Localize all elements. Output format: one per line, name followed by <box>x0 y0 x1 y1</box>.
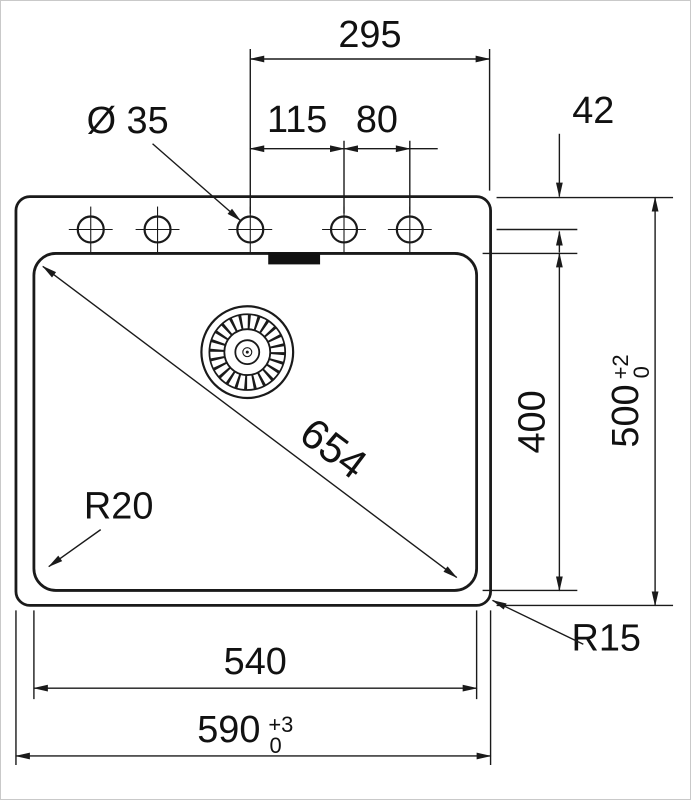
leader-line <box>48 529 102 568</box>
leader-line <box>152 143 242 222</box>
dim-540-label: 540 <box>224 641 287 683</box>
overflow-slot <box>268 252 321 265</box>
dimension-diagonal-654: 654 <box>42 265 458 579</box>
dimension-115-80: 115 80 <box>249 99 438 214</box>
dimension-295: 295 <box>249 14 491 214</box>
dim-500-value: 500 <box>605 384 647 447</box>
faucet-holes <box>68 206 432 253</box>
dimension-500: 500 +20 <box>496 196 674 607</box>
dimension-400: 400 <box>482 252 578 592</box>
radius-inner-label: R20 <box>84 486 153 528</box>
callout-hole-diameter: Ø 35 <box>87 100 242 222</box>
hole-diameter-label: Ø 35 <box>87 100 169 142</box>
drain-strainer <box>200 305 295 400</box>
dimension-540: 540 <box>32 610 478 700</box>
dimension-42: 42 <box>496 90 674 253</box>
sink-outer-edge <box>14 195 492 607</box>
dim-500-label: 500 +20 <box>605 354 654 447</box>
radius-outer-label: R15 <box>572 617 641 659</box>
tol-590-plus: +3 <box>268 712 293 737</box>
sink-bowl-edge <box>32 252 479 592</box>
callout-radius-inner: R20 <box>48 486 153 568</box>
sink-body <box>14 195 492 607</box>
dim-590-value: 590 <box>197 709 260 751</box>
diagonal-dim-line <box>42 265 458 579</box>
tol-590-minus: 0 <box>269 733 281 758</box>
dim-400-label: 400 <box>511 390 553 453</box>
drain-center-dot <box>245 350 249 354</box>
dim-80-label: 80 <box>356 99 398 141</box>
dim-42-label: 42 <box>572 90 614 132</box>
dim-295-label: 295 <box>338 14 401 56</box>
leader-line <box>491 599 584 645</box>
dim-115-label: 115 <box>267 99 327 141</box>
tol-500-plus: +2 <box>608 354 633 379</box>
diagonal-label: 654 <box>292 408 376 488</box>
tol-500-minus: 0 <box>629 366 654 378</box>
callout-radius-outer: R15 <box>491 599 641 659</box>
